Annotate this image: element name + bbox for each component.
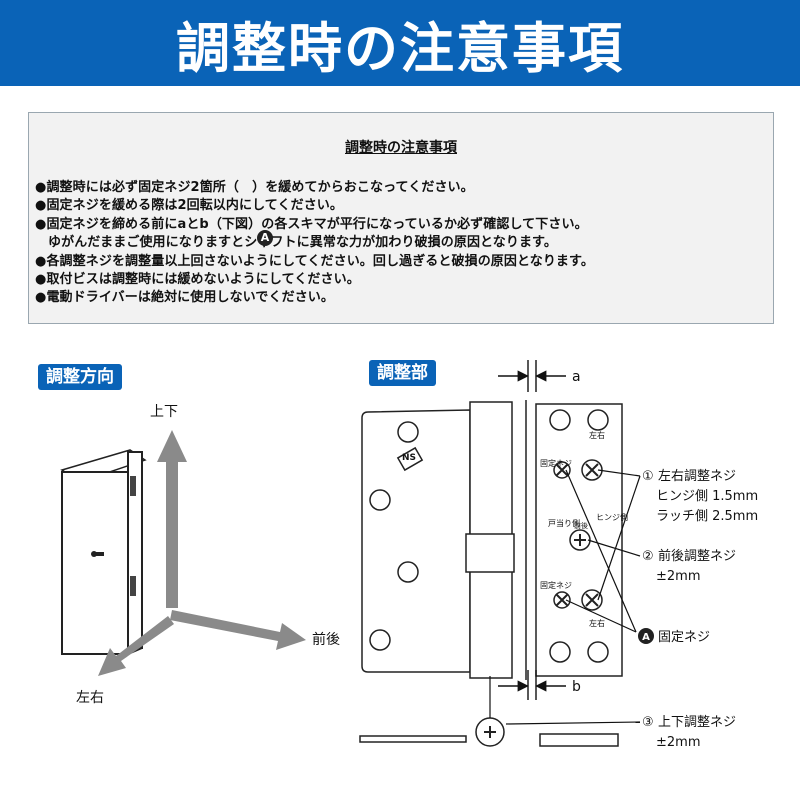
plate-label-fixed-top: 固定ネジ [540, 458, 572, 468]
fixed-screw-marker-icon: A [257, 230, 273, 246]
notice-item: ●調整時には必ず固定ネジ2箇所（ ）を緩めてからおこなってください。 [35, 180, 474, 195]
callout-line-1b: ラッチ側 2.5mm [656, 509, 758, 524]
callout-number-a: A [642, 632, 650, 643]
direction-arrows: 上下 前後 左右 [76, 404, 340, 706]
section-label-adjust: 調整部 [369, 360, 436, 386]
section-label-direction: 調整方向 [38, 364, 122, 390]
label-up-down: 上下 [150, 404, 178, 420]
screw-marks [484, 463, 599, 738]
callout-title-2: 前後調整ネジ [658, 548, 736, 564]
callout-line-3a: ±2mm [656, 735, 701, 750]
gap-label-b: b [572, 679, 581, 695]
notice-list: ●調整時には必ず固定ネジ2箇所（ ）を緩めてからおこなってください。 ●固定ネジ… [35, 179, 594, 308]
callout-leaders [489, 469, 641, 725]
callout-title-3: 上下調整ネジ [658, 715, 736, 730]
callout-title-a: 固定ネジ [658, 630, 710, 645]
gap-dimensions [498, 360, 566, 700]
callout-number-1: ① [642, 469, 654, 484]
notice-title: 調整時の注意事項 [345, 140, 457, 156]
plate-label-front-back: 前後 [574, 521, 588, 530]
notice-item: ●取付ビスは調整時には緩めないようにしてください。 [35, 272, 360, 288]
plate-label-left-right-bottom: 左右 [589, 618, 605, 628]
header-banner: 調整時の注意事項 [0, 0, 800, 86]
callout-texts: ① 左右調整ネジ ヒンジ側 1.5mm ラッチ側 2.5mm ② 前後調整ネジ … [638, 469, 758, 750]
plate-label-door-side: 戸当り側 [548, 518, 580, 528]
plate-labels: 左右 固定ネジ ヒンジ側 戸当り側 前後 固定ネジ 左右 NS [402, 430, 628, 628]
callout-line-1a: ヒンジ側 1.5mm [656, 489, 758, 504]
door-illustration [60, 449, 147, 655]
fixed-screw-callout-icon [638, 628, 654, 644]
plate-label-fixed-bottom: 固定ネジ [540, 580, 572, 590]
notice-box: 調整時の注意事項 ●調整時には必ず固定ネジ2箇所（ ）を緩めてからおこなってくだ… [28, 112, 774, 324]
callout-line-2a: ±2mm [656, 569, 701, 584]
callout-title-1: 左右調整ネジ [658, 469, 736, 484]
plate-label-left-right-top: 左右 [589, 430, 605, 440]
notice-item: ●電動ドライバーは絶対に使用しないでください。 [35, 290, 334, 306]
notice-item: ゆがんだままご使用になりますとシャフトに異常な力が加わり破損の原因となります。 [35, 234, 594, 252]
logo-text: NS [402, 453, 416, 463]
notice-item-continued: ゆがんだままご使用になりますとシャフトに異常な力が加わり破損の原因となります。 [48, 235, 557, 251]
callout-number-3: ③ [642, 715, 654, 730]
notice-item: ●各調整ネジを調整量以上回さないようにしてください。回し過ぎると破損の原因となり… [35, 253, 594, 269]
plate-label-hinge-side: ヒンジ側 [596, 512, 628, 522]
hinge-illustration [359, 400, 623, 747]
page-title: 調整時の注意事項 [176, 16, 624, 80]
gap-label-a: a [572, 369, 581, 385]
label-left-right: 左右 [76, 690, 104, 706]
notice-item: ●固定ネジを締める前にaとb（下図）の各スキマが平行になっているか必ず確認して下… [35, 216, 588, 232]
label-front-back: 前後 [312, 631, 340, 648]
notice-item: ●固定ネジを緩める際は2回転以内にしてください。 [35, 198, 344, 214]
callout-number-2: ② [642, 549, 654, 564]
